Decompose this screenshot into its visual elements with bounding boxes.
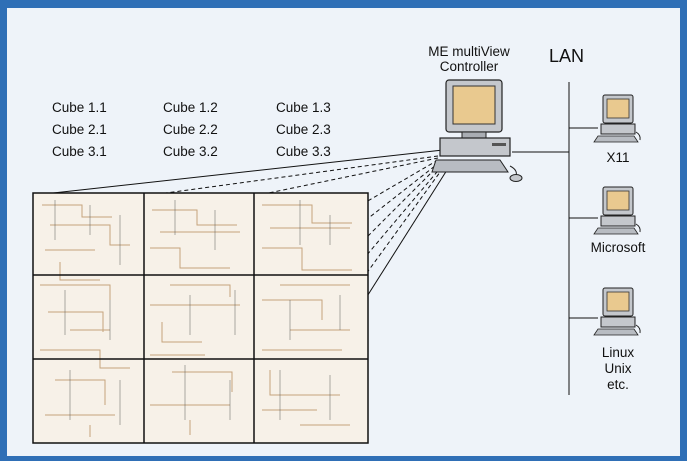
controller-label: ME multiView Controller	[414, 44, 524, 74]
cube-label: Cube 2.3	[276, 122, 331, 137]
cube-label: Cube 2.2	[163, 122, 218, 137]
cube-link-6	[365, 165, 443, 257]
cube-label: Cube 3.3	[276, 144, 331, 159]
cube-label: Cube 1.2	[163, 100, 218, 115]
cube-link-1	[143, 155, 439, 197]
controller-computer-icon	[431, 79, 523, 182]
client-label-linux-line: etc.	[607, 377, 629, 392]
cube-label: Cube 3.1	[52, 144, 107, 159]
client-computer-icon-microsoft	[593, 186, 641, 235]
cube-link-4	[365, 161, 441, 221]
controller-label-line2: Controller	[439, 59, 499, 74]
client-computer-icon-linux	[593, 287, 641, 336]
wall-top-link	[34, 149, 444, 196]
client-computer-icon-x11	[593, 94, 641, 143]
client-label-linux: Linux Unix etc.	[583, 345, 653, 393]
video-wall	[32, 192, 369, 444]
cube-link-5	[365, 163, 441, 239]
cube-label: Cube 1.1	[52, 100, 107, 115]
wall-bottom-link	[365, 169, 448, 299]
lan-label: LAN	[549, 46, 585, 66]
client-label-linux-line: Unix	[604, 361, 632, 376]
cube-link-3	[365, 159, 439, 203]
cube-link-2	[253, 157, 439, 197]
client-label-linux-line: Linux	[601, 345, 635, 360]
controller-label-line1: ME multiView	[428, 44, 510, 59]
client-label-microsoft: Microsoft	[590, 240, 646, 255]
connection-lines	[34, 82, 598, 395]
cube-label: Cube 3.2	[163, 144, 218, 159]
cube-link-7	[365, 167, 444, 275]
client-label-x11: X11	[606, 150, 630, 165]
cube-label: Cube 2.1	[52, 122, 107, 137]
cube-label: Cube 1.3	[276, 100, 331, 115]
